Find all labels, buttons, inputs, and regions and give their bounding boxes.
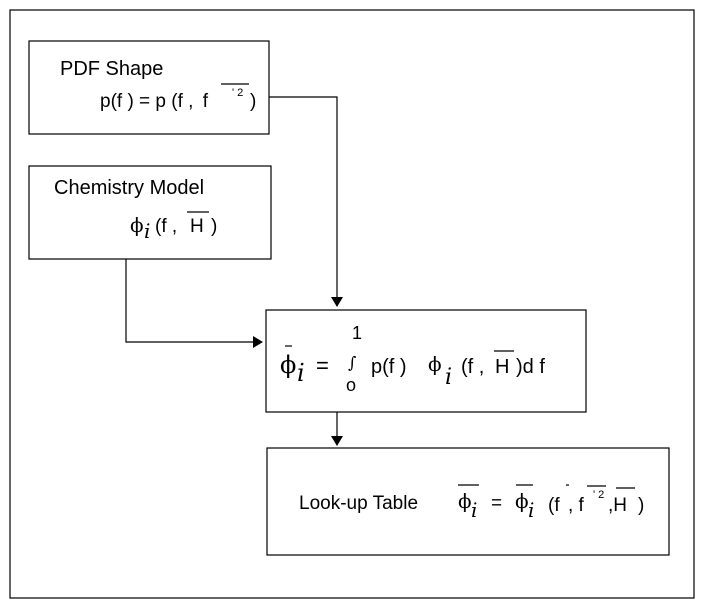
lookup-table-box-border (266, 447, 670, 556)
integral-box: ϕ i = 1 ∫ o p(f ) ϕ i (f , H )d f (265, 309, 587, 413)
lookup-phi2: ϕ (515, 489, 529, 513)
chem-h: H (190, 216, 204, 237)
integral-sign: ∫ (348, 353, 356, 372)
chem-sub: i (144, 219, 150, 243)
lookup-equals: = (491, 493, 502, 514)
lookup-sub: i (471, 498, 477, 522)
pdf-shape-title: PDF Shape (60, 58, 163, 80)
lookup-phi: ϕ (458, 489, 472, 513)
chemistry-model-box: Chemistry Model ϕ i (f , H ) (28, 165, 272, 260)
integral-sub: i (297, 359, 305, 387)
integral-upper-limit: 1 (352, 323, 362, 343)
lookup-comma-h: ,H (608, 495, 627, 516)
integral-lower-limit: o (346, 375, 356, 395)
integral-h: H (495, 356, 509, 378)
integral-sub2: i (445, 365, 452, 390)
pdf-shape-box-border (28, 40, 270, 135)
lookup-table-label: Look-up Table (299, 493, 418, 514)
lookup-args-close: ) (638, 495, 644, 516)
lookup-comma-f: , f (568, 495, 585, 516)
pdf-shape-close: ) (250, 91, 256, 112)
integral-args-close: )d f (516, 356, 545, 378)
arrow-pdf-to-integral (269, 96, 343, 307)
chemistry-model-box-border (28, 165, 272, 260)
integral-box-border (265, 309, 587, 413)
pdf-shape-var: f (203, 91, 209, 112)
chem-args-open: (f , (155, 216, 177, 237)
lookup-superscript: ' 2 (593, 489, 604, 501)
integral-equals: = (316, 353, 329, 378)
pdf-shape-lhs: p(f ) = p (f , (100, 91, 193, 112)
integral-args-open: (f , (461, 356, 484, 378)
chem-phi: ϕ (130, 213, 144, 237)
chemistry-model-title: Chemistry Model (54, 177, 204, 199)
integral-phi: ϕ (280, 351, 296, 379)
lookup-args-open: (f (548, 495, 560, 516)
lookup-sub2: i (528, 498, 534, 522)
outer-frame (9, 9, 695, 599)
lookup-table-box: Look-up Table ϕ i = ϕ i (f , f ' 2 ,H ) (266, 447, 670, 556)
integral-integrand: p(f ) (371, 356, 407, 378)
pdf-shape-formula: p(f ) = p (f , f (100, 91, 209, 112)
chem-args-close: ) (211, 216, 217, 237)
arrow-chemistry-to-integral (125, 259, 263, 348)
integral-phi2: ϕ (428, 352, 442, 376)
pdf-shape-superscript: ' 2 (232, 87, 243, 99)
pdf-shape-box: PDF Shape p(f ) = p (f , f ' 2 ) (28, 40, 270, 135)
